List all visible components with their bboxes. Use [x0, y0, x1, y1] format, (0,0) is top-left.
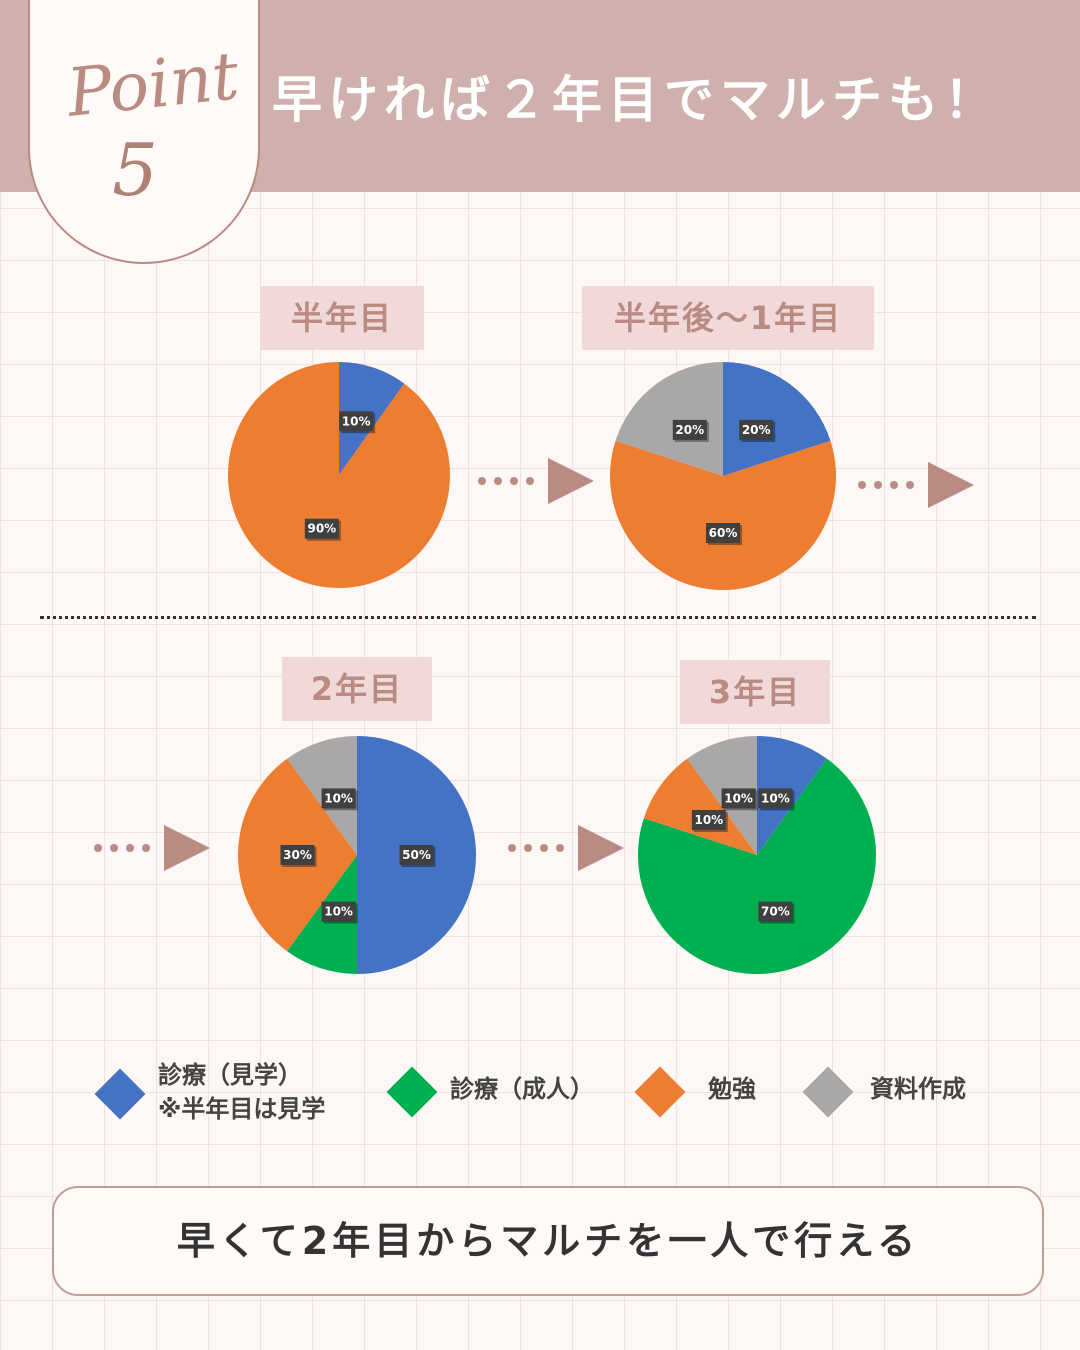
svg-text:10%: 10% [761, 791, 790, 805]
point-number: 5 [112, 128, 158, 212]
pie-slice [638, 758, 876, 974]
svg-text:70%: 70% [761, 905, 790, 919]
legend-swatch [802, 1066, 854, 1118]
svg-text:20%: 20% [675, 423, 704, 437]
pie-data-label: 60% [706, 523, 742, 545]
arrow-icon [94, 825, 210, 871]
legend-label: 診療（見学） [158, 1061, 302, 1089]
chart-title-3rd-year: 3年目 [680, 660, 830, 724]
pie-slice [227, 362, 450, 588]
svg-text:90%: 90% [307, 522, 336, 536]
svg-text:50%: 50% [402, 848, 431, 862]
legend-label: 診療（成人） [450, 1075, 594, 1103]
arrow-icon [858, 462, 974, 508]
svg-text:20%: 20% [742, 423, 771, 437]
legend-note: ※半年目は見学 [158, 1095, 326, 1123]
legend-swatch [94, 1068, 146, 1120]
svg-text:60%: 60% [709, 526, 738, 540]
pie-data-label: 10% [691, 810, 728, 833]
svg-text:30%: 30% [283, 848, 312, 862]
arrow-icon [478, 458, 594, 504]
pie-data-label: 10% [721, 788, 758, 811]
chart-title-2nd-year: 2年目 [282, 657, 432, 721]
legend-label: 勉強 [708, 1075, 756, 1103]
legend-swatch [386, 1066, 438, 1118]
legend-swatch [634, 1066, 686, 1118]
pie-data-label: 70% [758, 901, 795, 924]
pie-data-label: 30% [280, 845, 317, 867]
pie-data-label: 90% [304, 518, 341, 541]
chart-title-half-year: 半年目 [260, 286, 424, 350]
arrow-icon [508, 825, 624, 871]
pie-chart-half-year: 10% 90% [227, 362, 450, 588]
pie-chart-3rd-year: 10%70%10%10% [638, 736, 876, 974]
svg-text:10%: 10% [324, 905, 353, 919]
svg-text:10%: 10% [694, 813, 723, 827]
summary-box: 早くて2年目からマルチを一人で行える [52, 1186, 1044, 1296]
section-divider [40, 616, 1036, 619]
pie-data-label: 10% [339, 411, 376, 434]
pie-chart-2nd-year: 50% 10% 30% 10% [237, 736, 476, 974]
pie-data-label: 10% [321, 788, 358, 811]
legend-item-documents: 資料作成 [802, 1066, 1004, 1118]
legend-item-study: 勉強 [634, 1066, 786, 1118]
legend-label: 資料作成 [870, 1075, 966, 1103]
legend-item-observation: 診療（見学） ※半年目は見学 [94, 1058, 386, 1130]
svg-text:10%: 10% [324, 791, 353, 805]
pie-slice [615, 362, 723, 476]
pie-data-label: 10% [758, 788, 795, 811]
svg-text:10%: 10% [342, 414, 371, 428]
pie-data-label: 20% [739, 419, 776, 442]
summary-text: 早くて2年目からマルチを一人で行える [176, 1219, 920, 1263]
pie-slice [643, 758, 757, 855]
pie-data-label: 50% [399, 845, 436, 867]
legend-item-adult: 診療（成人） [386, 1066, 638, 1118]
point-badge [28, 0, 260, 264]
pie-data-label: 10% [321, 901, 358, 924]
pie-data-label: 20% [672, 419, 709, 442]
pie-slice [723, 362, 831, 476]
pie-slice [610, 440, 836, 590]
chart-title-half-to-1-year: 半年後～1年目 [582, 286, 874, 350]
svg-text:10%: 10% [724, 791, 753, 805]
page-title: 早ければ２年目でマルチも！ [272, 71, 1000, 129]
pie-chart-half-to-1-year: 20% 60% 20% [610, 362, 836, 590]
